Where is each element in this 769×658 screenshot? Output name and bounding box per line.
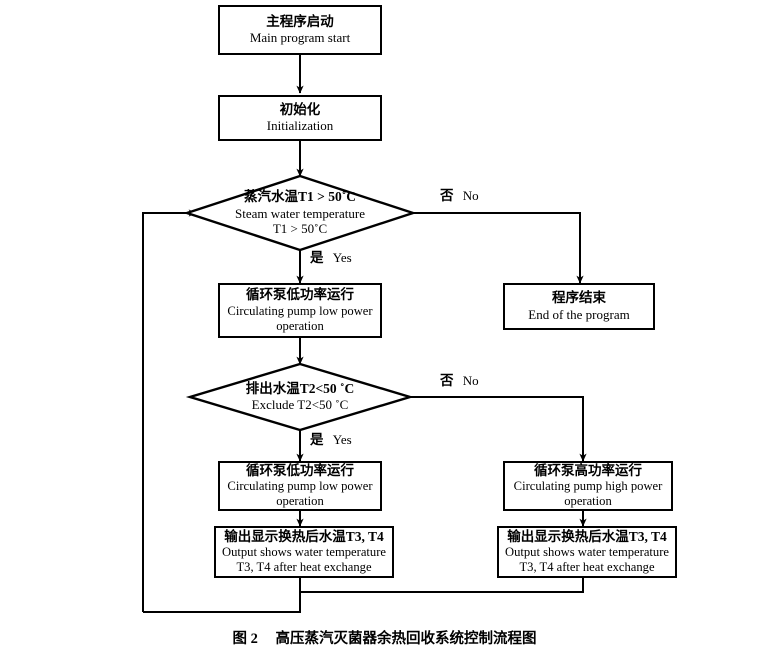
node-output-temperature-left-en-1: Output shows water temperature xyxy=(221,545,387,560)
edge-label-decision2-no: 否 No xyxy=(440,373,479,389)
node-initialization-en: Initialization xyxy=(266,118,334,134)
edge-label-decision1-no-en: No xyxy=(462,188,479,203)
node-end-of-program-en: End of the program xyxy=(528,306,630,322)
node-main-program-start-cn: 主程序启动 xyxy=(266,13,334,29)
edge-label-decision2-yes: 是 Yes xyxy=(310,432,352,448)
edge-label-decision2-yes-en: Yes xyxy=(332,432,352,447)
node-output-temperature-left[interactable]: 输出显示换热后水温T3, T4 Output shows water tempe… xyxy=(214,526,394,578)
node-main-program-start-en: Main program start xyxy=(249,30,351,46)
node-output-temperature-right[interactable]: 输出显示换热后水温T3, T4 Output shows water tempe… xyxy=(497,526,677,578)
node-circulating-pump-low-power-2-en-1: Circulating pump low power xyxy=(227,479,373,494)
node-circulating-pump-low-power-2[interactable]: 循环泵低功率运行 Circulating pump low power oper… xyxy=(218,461,382,511)
node-initialization[interactable]: 初始化 Initialization xyxy=(218,95,382,141)
node-circulating-pump-low-power-2-en-2: operation xyxy=(276,494,324,509)
node-output-temperature-left-en-2: T3, T4 after heat exchange xyxy=(236,560,372,575)
edge-label-decision1-yes-cn: 是 xyxy=(310,250,324,265)
node-main-program-start[interactable]: 主程序启动 Main program start xyxy=(218,5,382,55)
node-decision-steam-water-temp-en-2: T1 > 50˚C xyxy=(272,221,328,237)
node-decision-exclude-water-temp-cn: 排出水温T2<50 ˚C xyxy=(245,380,355,396)
node-end-of-program-cn: 程序结束 xyxy=(552,290,606,306)
edge-label-decision2-yes-cn: 是 xyxy=(310,432,324,447)
node-decision-exclude-water-temp-en: Exclude T2<50 ˚C xyxy=(251,397,349,413)
node-decision-steam-water-temp-cn: 蒸汽水温T1 > 50˚C xyxy=(244,189,356,205)
node-decision-steam-water-temp[interactable]: 蒸汽水温T1 > 50˚C Steam water temperature T1… xyxy=(187,181,413,245)
node-output-temperature-left-cn: 输出显示换热后水温T3, T4 xyxy=(224,528,384,544)
figure-caption: 图 2 高压蒸汽灭菌器余热回收系统控制流程图 xyxy=(0,627,769,648)
node-circulating-pump-low-power-1[interactable]: 循环泵低功率运行 Circulating pump low power oper… xyxy=(218,283,382,338)
node-initialization-cn: 初始化 xyxy=(279,101,321,117)
edge-outputright-merge xyxy=(300,578,584,593)
node-circulating-pump-high-power[interactable]: 循环泵高功率运行 Circulating pump high power ope… xyxy=(503,461,673,511)
node-circulating-pump-low-power-2-cn: 循环泵低功率运行 xyxy=(246,462,354,478)
node-decision-steam-water-temp-en-1: Steam water temperature xyxy=(235,205,365,221)
node-output-temperature-right-en-2: T3, T4 after heat exchange xyxy=(519,560,655,575)
edge-label-decision1-no-cn: 否 xyxy=(440,188,454,203)
edge-decision1-no xyxy=(413,212,584,284)
edge-outputleft-merge xyxy=(143,578,301,613)
edge-decision2-no xyxy=(410,396,587,462)
node-output-temperature-right-en-1: Output shows water temperature xyxy=(504,545,670,560)
node-circulating-pump-low-power-1-cn: 循环泵低功率运行 xyxy=(246,287,354,303)
node-circulating-pump-high-power-cn: 循环泵高功率运行 xyxy=(534,462,642,478)
node-circulating-pump-low-power-1-en-2: operation xyxy=(276,318,324,333)
figure-caption-number: 图 2 xyxy=(232,631,258,647)
node-decision-exclude-water-temp[interactable]: 排出水温T2<50 ˚C Exclude T2<50 ˚C xyxy=(190,373,410,421)
node-circulating-pump-high-power-en-1: Circulating pump high power xyxy=(513,479,663,494)
edge-feedback-loop xyxy=(142,209,197,612)
edge-label-decision2-no-cn: 否 xyxy=(440,373,454,388)
edge-label-decision1-no: 否 No xyxy=(440,188,479,204)
edge-label-decision1-yes-en: Yes xyxy=(332,250,352,265)
node-circulating-pump-low-power-1-en-1: Circulating pump low power xyxy=(227,303,373,318)
node-end-of-program[interactable]: 程序结束 End of the program xyxy=(503,283,655,330)
edge-label-decision2-no-en: No xyxy=(462,373,479,388)
node-output-temperature-right-cn: 输出显示换热后水温T3, T4 xyxy=(507,528,667,544)
figure-caption-text: 高压蒸汽灭菌器余热回收系统控制流程图 xyxy=(275,631,537,647)
edge-label-decision1-yes: 是 Yes xyxy=(310,250,352,266)
node-circulating-pump-high-power-en-2: operation xyxy=(564,494,612,509)
